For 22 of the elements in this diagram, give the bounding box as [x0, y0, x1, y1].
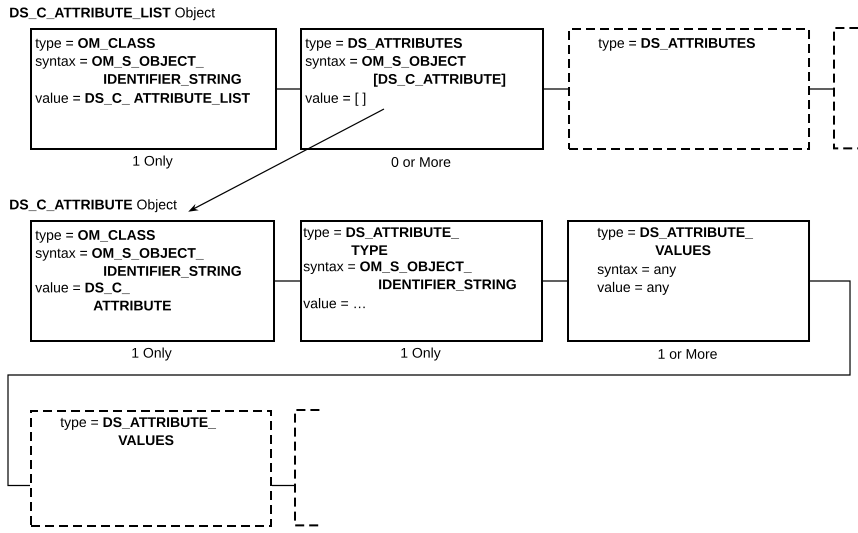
caption-text: 1 Only: [132, 347, 172, 361]
dashed-box: type = DS_ATTRIBUTE_ VALUES: [30, 410, 272, 527]
object-box: type = DS_ATTRIBUTE_ TYPE syntax = OM_S_OBJECT_ IDENTIFIER_STRING value = …: [300, 220, 543, 342]
connector-line: [543, 280, 567, 282]
connector-line: [275, 280, 300, 282]
partial-box: [294, 409, 320, 526]
connector-line: [272, 484, 295, 486]
caption-text: 0 or More: [392, 157, 450, 167]
connector-line: [810, 88, 834, 90]
caption-text: 1 Only: [401, 347, 441, 361]
connector-line: [544, 88, 568, 90]
object-box: type = OM_CLASS syntax = OM_S_OBJECT_ IDENTIFIER_STRING value = DS_C_ ATTRIBUTE: [30, 220, 275, 342]
object-box: type = DS_ATTRIBUTES syntax = OM_S_OBJECT [DS_C_ATTRIBUTE] value = [ ]: [300, 28, 544, 150]
connector-line: [7, 280, 851, 486]
connector-line: [277, 88, 300, 90]
caption-text: 1 or More: [658, 349, 717, 359]
partial-box: [833, 27, 858, 150]
heading-text: DS_C_ATTRIBUTE Object: [10, 199, 177, 212]
object-box: type = DS_ATTRIBUTE_ VALUES syntax = any value = any: [567, 220, 810, 342]
object-box: type = OM_CLASS syntax = OM_S_OBJECT_ IDENTIFIER_STRING value = DS_C_ ATTRIBUTE_LIST: [30, 28, 277, 150]
dashed-box: type = DS_ATTRIBUTES: [568, 28, 810, 150]
caption-text: 1 Only: [133, 155, 173, 169]
